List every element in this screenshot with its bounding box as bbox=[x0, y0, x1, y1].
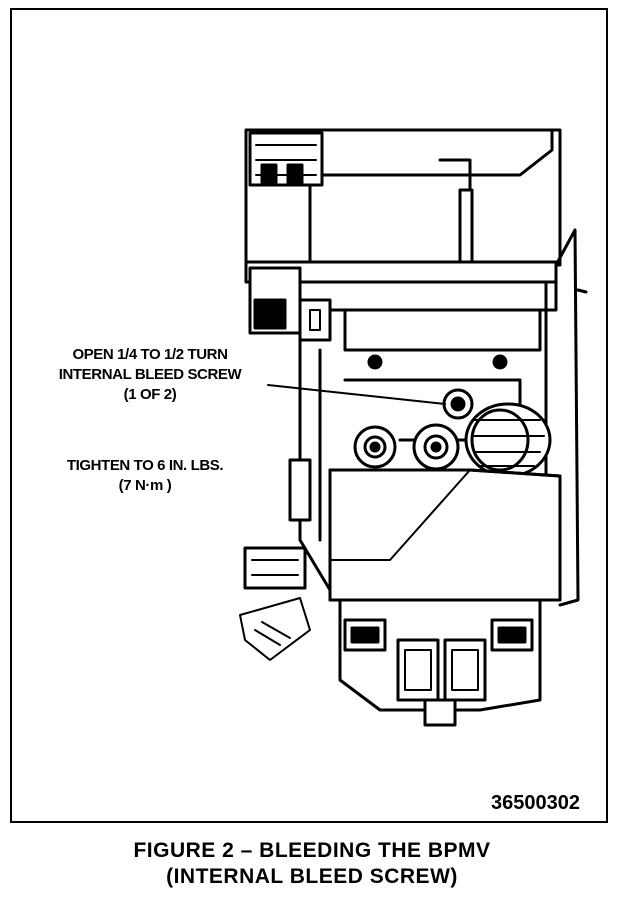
brake-fitting-left bbox=[343, 618, 387, 652]
bottom-stud bbox=[423, 698, 457, 727]
front-cover bbox=[328, 468, 562, 602]
mounting-bolt-left bbox=[353, 425, 397, 469]
figure-frame bbox=[10, 8, 608, 823]
brake-fitting-right bbox=[490, 618, 534, 652]
left-connector-lower bbox=[243, 546, 307, 590]
bleed-leader-line bbox=[267, 384, 446, 405]
figure-number: 36500302 bbox=[491, 792, 580, 814]
bleed-callout-line-3: (1 OF 2) bbox=[123, 386, 177, 403]
bleed-screw-callout: OPEN 1/4 TO 1/2 TURN INTERNAL BLEED SCRE… bbox=[20, 345, 280, 405]
top-housing-tab bbox=[438, 158, 472, 267]
pump-motor bbox=[464, 402, 552, 478]
caption-line-2: (INTERNAL BLEED SCREW) bbox=[166, 865, 458, 888]
top-housing bbox=[244, 128, 562, 267]
mounting-bolt-center bbox=[412, 423, 460, 471]
bleed-callout-line-1: OPEN 1/4 TO 1/2 TURN bbox=[72, 346, 228, 363]
brake-fitting-center-right bbox=[443, 638, 487, 702]
figure-caption: FIGURE 2 – BLEEDING THE BPMV (INTERNAL B… bbox=[0, 838, 624, 890]
torque-callout-line-2: (7 N·m ) bbox=[118, 477, 172, 494]
bleed-callout-line-2: INTERNAL BLEED SCREW bbox=[58, 366, 242, 383]
bleed-screw bbox=[442, 388, 474, 420]
lower-body bbox=[338, 598, 542, 712]
torque-callout-line-1: TIGHTEN TO 6 IN. LBS. bbox=[66, 457, 224, 474]
caption-line-1: FIGURE 2 – BLEEDING THE BPMV bbox=[133, 839, 491, 862]
brake-fitting-center-left bbox=[396, 638, 440, 702]
top-housing-front bbox=[308, 128, 554, 177]
torque-callout: TIGHTEN TO 6 IN. LBS. (7 N·m ) bbox=[20, 456, 270, 496]
